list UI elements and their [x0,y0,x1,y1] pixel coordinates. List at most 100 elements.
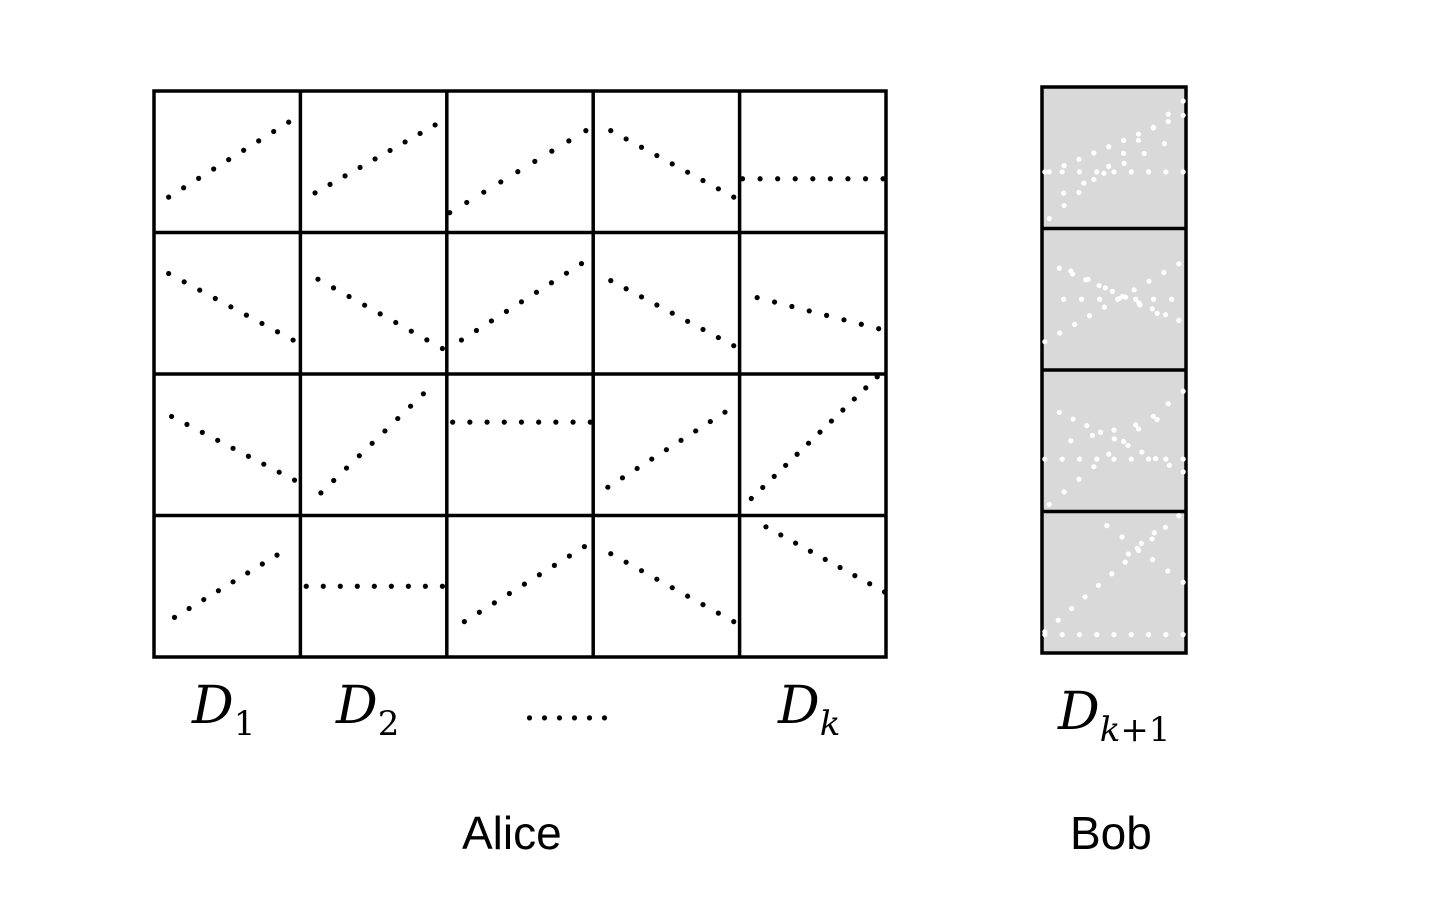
bob-dot [1135,131,1142,137]
bob-dot [1141,150,1147,157]
alice-dot [241,147,247,153]
bob-dot [1150,125,1156,131]
alice-dot [805,440,812,446]
bob-dot [1121,438,1127,445]
alice-dot [331,477,337,484]
alice-dot [858,321,864,327]
alice-dot [685,318,691,324]
bob-dot [1097,429,1104,435]
bob-dot [1061,296,1067,302]
alice-dot [186,605,192,612]
alice-dot [274,329,281,335]
alice-dot [822,556,828,562]
alice-dot [669,310,675,316]
bob-dot [1106,451,1112,457]
alice-dot [315,276,321,282]
alice-dot [256,138,262,144]
alice-dot [168,413,175,420]
alice-dot [548,280,555,286]
alice-dot [862,176,869,182]
alice-dot [357,164,363,171]
alice-dot [619,475,626,481]
alice-dot [731,194,737,200]
alice-dot [623,559,629,565]
bob-dot [1165,118,1171,125]
alice-dot [501,419,507,425]
bob-dot [1121,150,1127,156]
alice-dot [792,176,798,182]
alice-dot [271,128,277,135]
alice-dot [851,396,857,402]
bob-dot [1094,169,1100,175]
alice-dot [807,548,814,554]
bob-dot [1101,304,1107,310]
alice-dot [484,419,490,425]
alice-dot [771,299,778,305]
alice-dot [369,440,375,446]
alice-dot [608,551,614,557]
bob-data-column [1040,85,1188,655]
bob-dot [1121,137,1127,144]
label-d2: D2 [336,676,400,745]
alice-dot [867,581,873,587]
bob-dot [1061,163,1067,169]
alice-dot [201,596,207,603]
bob-dot [1153,456,1159,462]
bob-dot [1176,317,1182,324]
bob-dot [1149,536,1155,542]
bob-dot [1076,476,1082,482]
bob-dot [1169,296,1175,302]
alice-dot [408,328,414,334]
alice-dot [432,122,438,128]
alice-dot [447,210,453,216]
bob-dot [1135,137,1142,143]
bob-dot [1165,401,1171,407]
bob-dot [1094,632,1100,638]
alice-dot [685,593,691,599]
bob-dot [1135,426,1142,432]
alice-dot [521,581,527,587]
bob-dot [1151,296,1157,302]
bob-dot [1106,163,1112,169]
alice-dot [700,177,706,184]
bob-dot [1061,489,1067,495]
alice-dot [291,477,298,483]
bob-dot [1096,282,1102,289]
bob-dot [1076,189,1082,196]
bob-dot [1061,202,1067,209]
bob-dot [1163,169,1169,175]
alice-dot [654,302,660,308]
alice-dot [715,610,721,616]
bob-dot [1056,409,1062,416]
bob-dot [1070,416,1076,422]
bob-dot [1059,456,1065,462]
alice-dot [476,609,482,615]
alice-dot [371,583,377,589]
alice-dot [166,270,172,277]
alice-dot [290,337,296,343]
alice-dot [837,564,843,571]
bob-dot [1165,568,1171,574]
alice-dot [518,299,525,305]
bob-dot [1138,540,1144,546]
alice-dot [318,490,324,496]
bob-dot [1131,287,1137,293]
alice-dot [259,561,265,567]
bob-dot [1059,169,1065,175]
alice-dot [623,286,629,292]
alice-dot [863,385,869,391]
bob-dot [1128,632,1134,638]
alice-dot [722,409,728,415]
alice-dot [405,583,411,589]
alice-dot [669,161,675,167]
alice-dot [700,602,706,608]
alice-dot [245,453,252,459]
bob-dot [1076,169,1083,175]
alice-dot [473,327,480,334]
alice-dot [605,484,611,490]
bob-dot [1145,632,1152,638]
bob-dot [1072,321,1078,328]
bob-dot [1115,296,1121,302]
bob-dot [1102,285,1108,291]
